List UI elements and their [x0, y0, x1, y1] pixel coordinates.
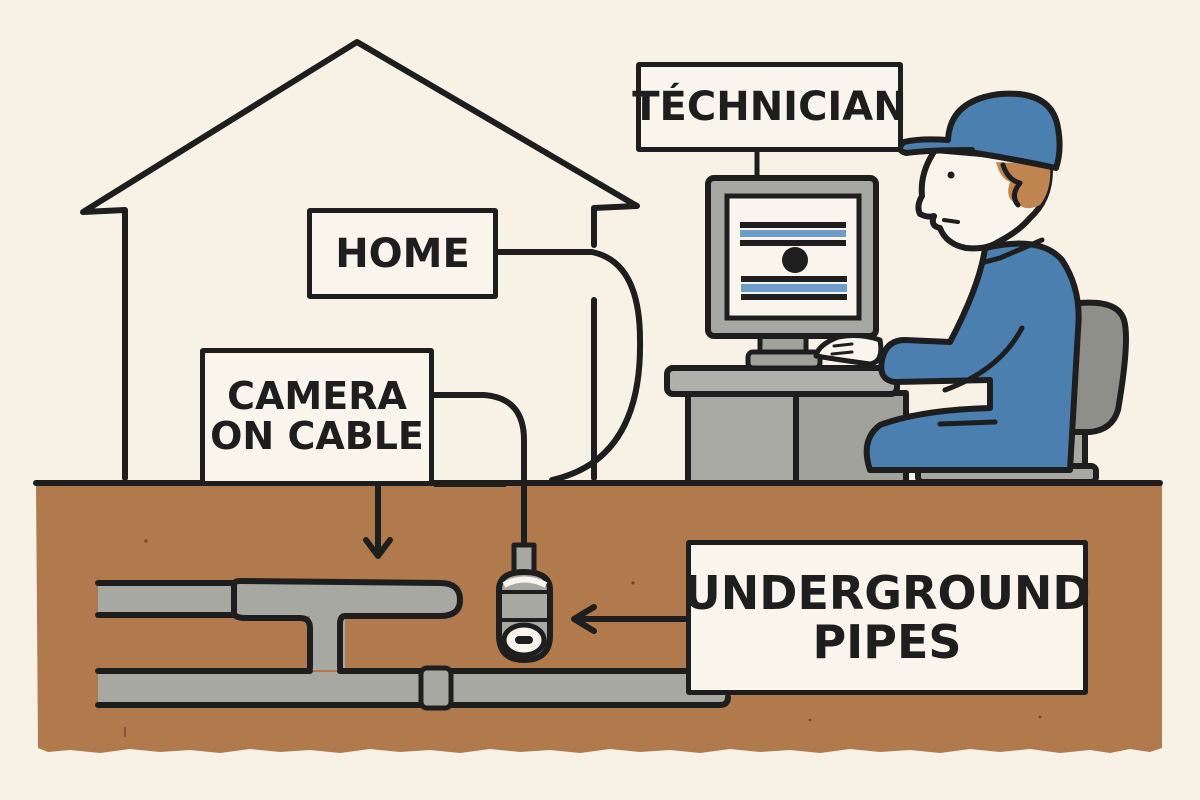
- home-label-text: HOME: [335, 230, 470, 277]
- home-label: HOME: [307, 208, 498, 299]
- camera-label-line-1: CAMERA: [227, 374, 407, 419]
- pipes-label-line-2: PIPES: [812, 614, 962, 669]
- technician-label-text: TÉCHNICIAN: [632, 84, 907, 130]
- home-connector-line: [495, 249, 644, 483]
- underground-pipes: [95, 578, 731, 711]
- camera-head: [496, 542, 553, 663]
- camera-on-cable-label: CAMERA ON CABLE: [200, 348, 434, 486]
- camera-label-line-2: ON CABLE: [210, 414, 424, 458]
- house: [80, 39, 640, 481]
- camera-cable: [431, 392, 527, 551]
- technician-figure: [813, 90, 1082, 473]
- underground-pipes-label: UNDERGROUND PIPES: [683, 540, 1091, 695]
- pipes-label-line-1: UNDERGROUND: [683, 566, 1091, 621]
- monitor: [705, 175, 879, 371]
- arrow-left-icon: [571, 604, 689, 634]
- technician-label: TÉCHNICIAN: [632, 62, 907, 152]
- arrow-down-icon: [363, 483, 393, 559]
- screen-pipe-view: [740, 222, 847, 300]
